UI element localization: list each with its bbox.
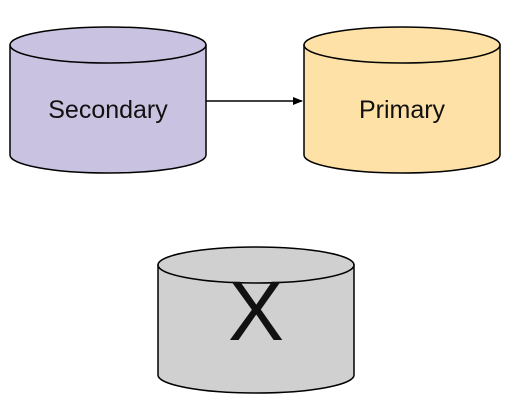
node-label-primary: Primary xyxy=(359,96,446,124)
database-node-primary: Primary xyxy=(303,26,501,174)
database-node-secondary: Secondary xyxy=(9,26,207,174)
cylinder-top-primary xyxy=(303,26,501,64)
cylinder-body-failed xyxy=(157,264,355,394)
cylinder-body-primary xyxy=(303,44,501,174)
node-label-failed: X xyxy=(228,264,284,358)
node-label-secondary: Secondary xyxy=(48,96,168,124)
database-node-failed: X xyxy=(157,246,355,394)
cylinder-top-failed xyxy=(157,246,355,284)
cylinder-body-secondary xyxy=(9,44,207,174)
cylinder-top-secondary xyxy=(9,26,207,64)
